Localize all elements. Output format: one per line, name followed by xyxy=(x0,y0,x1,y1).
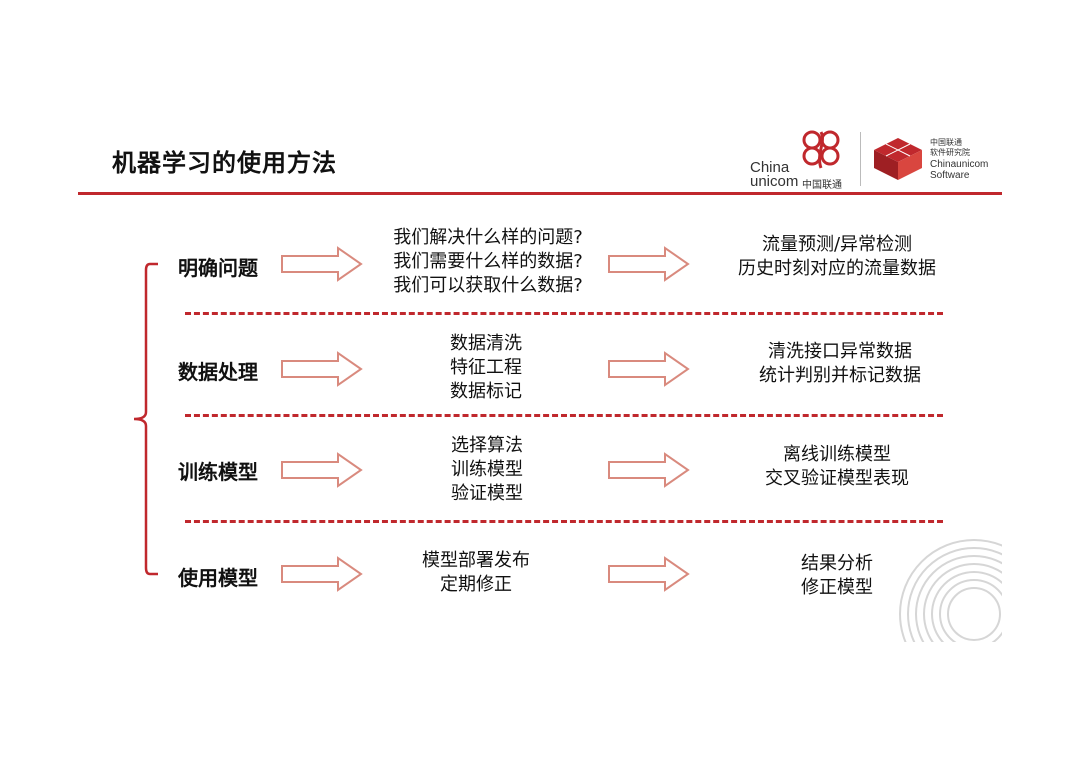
detail-line: 定期修正 xyxy=(440,574,512,595)
arrow-right-icon xyxy=(608,246,690,282)
slide-title: 机器学习的使用方法 xyxy=(112,149,337,177)
outcome-line: 离线训练模型 xyxy=(783,444,891,465)
detail-line: 训练模型 xyxy=(451,459,523,480)
stage-details: 模型部署发布 定期修正 xyxy=(346,549,606,597)
stage-outcome: 清洗接口异常数据 统计判别并标记数据 xyxy=(700,340,980,388)
unicom-software-logo: 中国联通 软件研究院 Chinaunicom Software xyxy=(872,132,1002,186)
stage-details: 数据清洗 特征工程 数据标记 xyxy=(356,332,616,404)
software-cube-icon xyxy=(874,138,922,180)
logo-text-china: China xyxy=(750,159,790,176)
logo-text-unicom-cn: 中国联通 xyxy=(802,180,842,191)
stage-label: 使用模型 xyxy=(178,566,258,590)
header-rule xyxy=(78,192,1002,195)
outcome-line: 交叉验证模型表现 xyxy=(765,468,909,489)
stage-outcome: 流量预测/异常检测 历史时刻对应的流量数据 xyxy=(697,233,977,281)
outcome-line: 历史时刻对应的流量数据 xyxy=(738,258,936,279)
detail-line: 数据清洗 xyxy=(450,333,522,354)
detail-line: 我们可以获取什么数据? xyxy=(393,275,583,296)
outcome-line: 清洗接口异常数据 xyxy=(768,341,912,362)
logo-text-unicom: unicom xyxy=(750,173,799,190)
stage-details: 我们解决什么样的问题? 我们需要什么样的数据? 我们可以获取什么数据? xyxy=(358,226,618,298)
outcome-line: 统计判别并标记数据 xyxy=(759,365,921,386)
arrow-right-icon xyxy=(608,351,690,387)
logo-sw-en-1: Chinaunicom xyxy=(930,159,989,170)
outcome-line: 结果分析 xyxy=(801,553,873,574)
arrow-right-icon xyxy=(281,351,363,387)
detail-line: 我们解决什么样的问题? xyxy=(393,227,583,248)
logo-sw-cn-1: 中国联通 xyxy=(930,138,962,147)
stage-details: 选择算法 训练模型 验证模型 xyxy=(357,434,617,506)
decorative-knot-watermark xyxy=(899,539,1002,642)
row-separator xyxy=(185,312,943,315)
logo-sw-en-2: Software xyxy=(930,170,970,181)
stage-label: 数据处理 xyxy=(178,360,258,384)
detail-line: 选择算法 xyxy=(451,435,523,456)
row-separator xyxy=(185,520,943,523)
logo-sw-cn-2: 软件研究院 xyxy=(930,148,970,157)
stage-outcome: 结果分析 修正模型 xyxy=(697,552,977,600)
arrow-right-icon xyxy=(608,452,690,488)
row-separator xyxy=(185,414,943,417)
outcome-line: 修正模型 xyxy=(801,577,873,598)
detail-line: 验证模型 xyxy=(451,483,523,504)
stage-outcome: 离线训练模型 交叉验证模型表现 xyxy=(697,443,977,491)
logo-divider xyxy=(860,132,861,186)
stage-label: 明确问题 xyxy=(178,256,258,280)
arrow-right-icon xyxy=(281,246,363,282)
arrow-right-icon xyxy=(281,556,363,592)
arrow-right-icon xyxy=(281,452,363,488)
stage-label: 训练模型 xyxy=(178,460,258,484)
detail-line: 我们需要什么样的数据? xyxy=(393,251,583,272)
detail-line: 数据标记 xyxy=(450,381,522,402)
unicom-knot-icon xyxy=(802,130,840,169)
china-unicom-logo: China unicom 中国联通 xyxy=(750,128,850,191)
grouping-brace xyxy=(133,262,158,576)
outcome-line: 流量预测/异常检测 xyxy=(761,234,913,255)
detail-line: 模型部署发布 xyxy=(422,550,530,571)
detail-line: 特征工程 xyxy=(450,357,522,378)
arrow-right-icon xyxy=(608,556,690,592)
